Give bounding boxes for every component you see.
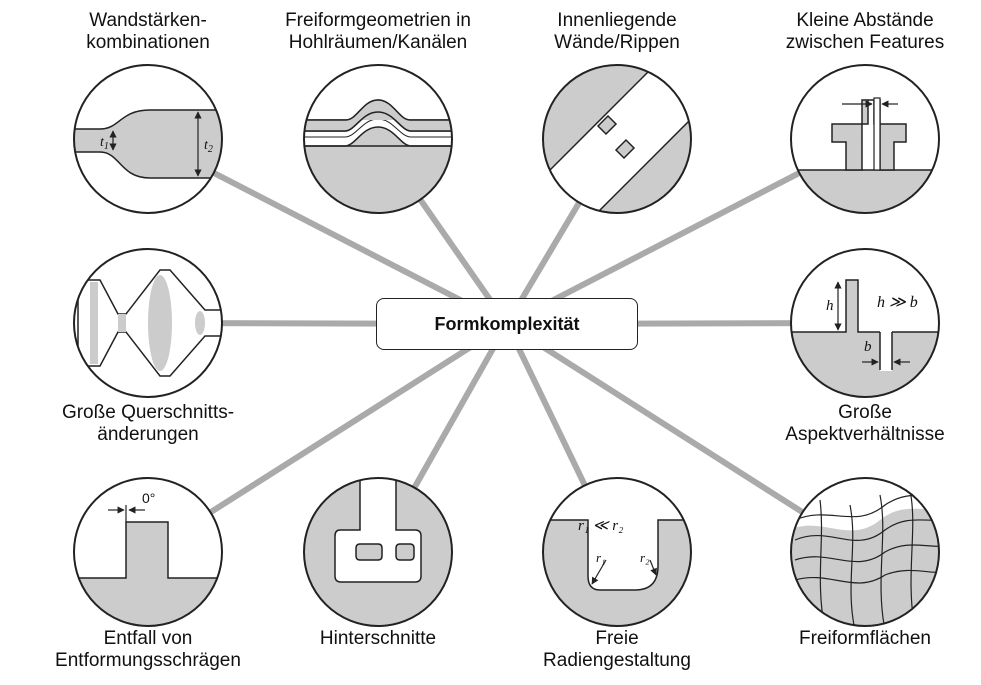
- node-freiformflaechen-illustration: [790, 477, 940, 627]
- label-line1: Freie: [595, 628, 639, 649]
- label-freiformflaechen: Freiformflächen: [799, 628, 931, 650]
- node-entformung-illustration: [73, 477, 223, 627]
- label-line1: Freiformgeometrien in: [285, 10, 471, 31]
- label-line2: Radiengestaltung: [543, 650, 691, 671]
- annot-r1-ll-r2: r₁ ≪ r₂: [578, 518, 623, 534]
- label-line1: Große: [838, 402, 892, 423]
- annotations: t1 t2 h h ≫ b b r₁ ≪ r₂ r₁ r₂: [100, 135, 918, 565]
- annot-t2: t2: [204, 138, 213, 155]
- annot-h-gg-b: h ≫ b: [877, 294, 918, 311]
- label-line2: Aspektverhältnisse: [785, 424, 945, 445]
- label-line2: änderungen: [97, 424, 199, 445]
- label-innenliegende: Innenliegende Wände/Rippen: [554, 10, 680, 54]
- annot-h: h: [826, 298, 834, 314]
- node-innenliegende-illustration: [542, 64, 692, 214]
- annot-r2: r₂: [640, 550, 650, 565]
- label-line1: Große Querschnitts-: [61, 402, 235, 423]
- label-line1: Innenliegende: [557, 10, 677, 31]
- center-node-label: Formkomplexität: [434, 313, 580, 334]
- label-radien: Freie Radiengestaltung: [543, 628, 691, 672]
- label-querschnitt: Große Querschnitts- änderungen: [62, 402, 234, 446]
- node-wandstaerken-illustration: [73, 64, 223, 214]
- label-entformung: Entfall von Entformungsschrägen: [55, 628, 241, 672]
- label-line1: Kleine Abstände: [796, 10, 934, 31]
- node-kleine-abstaende-illustration: [790, 64, 940, 214]
- center-node-formkomplexitaet: Formkomplexität: [376, 298, 638, 350]
- label-line2: Entformungsschrägen: [55, 650, 241, 671]
- annot-zero-degree: 0°: [142, 490, 155, 506]
- label-freiform-kanaele: Freiformgeometrien in Hohlräumen/Kanälen: [285, 10, 471, 54]
- annot-b: b: [864, 339, 872, 355]
- annot-r1: r₁: [596, 550, 606, 565]
- label-wandstaerken: Wandstärken- kombinationen: [86, 10, 210, 54]
- label-line1: Hinterschnitte: [319, 628, 437, 649]
- label-line1: Wandstärken-: [89, 10, 207, 31]
- label-line1: Freiformflächen: [799, 628, 931, 649]
- node-freiform-kanaele-illustration: [303, 64, 453, 214]
- node-aspekt-illustration: [790, 248, 940, 398]
- node-querschnitt-illustration: [73, 248, 223, 398]
- node-radien-illustration: [542, 477, 692, 627]
- label-line2: Hohlräumen/Kanälen: [288, 32, 468, 53]
- label-kleine-abstaende: Kleine Abstände zwischen Features: [786, 10, 944, 54]
- label-line2: Wände/Rippen: [554, 32, 680, 53]
- node-hinterschnitte-illustration: [303, 477, 453, 627]
- annot-t1: t1: [100, 135, 109, 152]
- label-line1: Entfall von: [103, 628, 193, 649]
- label-hinterschnitte: Hinterschnitte: [320, 628, 436, 650]
- label-aspekt: Große Aspektverhältnisse: [785, 402, 944, 446]
- label-line2: kombinationen: [86, 32, 210, 53]
- label-line2: zwischen Features: [785, 32, 945, 53]
